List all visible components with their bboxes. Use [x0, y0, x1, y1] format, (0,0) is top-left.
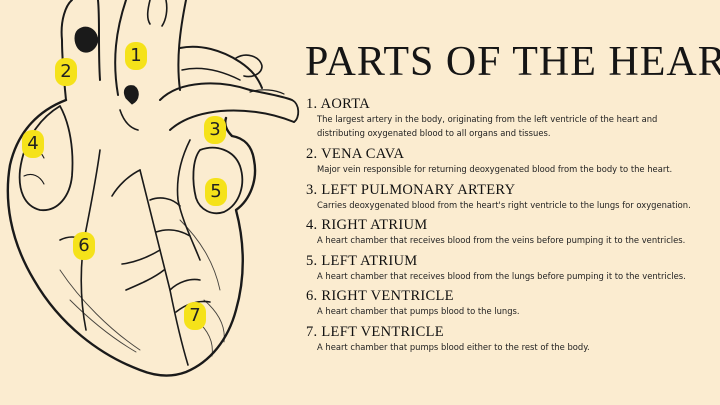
- part-description: A heart chamber that pumps blood either …: [317, 341, 590, 352]
- parts-list: 1. AORTA The largest artery in the body,…: [306, 96, 716, 359]
- heart-outline: [6, 98, 257, 377]
- part-description: A heart chamber that receives blood from…: [317, 270, 686, 281]
- part-description: Major vein responsible for returning deo…: [317, 164, 673, 174]
- part-left-ventricle: 7. LEFT VENTRICLE A heart chamber that p…: [306, 324, 716, 360]
- marker-7: 7: [184, 302, 206, 330]
- part-vena-cava: 2. VENA CAVA Major vein responsible for …: [306, 146, 716, 182]
- part-aorta: 1. AORTA The largest artery in the body,…: [306, 96, 716, 146]
- left-atrium-drawing: [192, 146, 244, 215]
- part-heading: 6. RIGHT VENTRICLE: [306, 288, 454, 304]
- part-heading: 7. LEFT VENTRICLE: [306, 323, 444, 340]
- part-heading: 4. RIGHT ATRIUM: [306, 217, 428, 233]
- coronary-vessels-drawing: [59, 139, 211, 366]
- part-description: The largest artery in the body, originat…: [317, 114, 658, 138]
- ventricle-shading: [59, 219, 225, 357]
- marker-1: 1: [125, 42, 147, 70]
- part-heading: 3. LEFT PULMONARY ARTERY: [306, 181, 516, 198]
- marker-6: 6: [73, 232, 95, 260]
- marker-5: 5: [205, 178, 227, 206]
- part-description: A heart chamber that pumps blood to the …: [317, 306, 520, 316]
- part-right-ventricle: 6. RIGHT VENTRICLE A heart chamber that …: [306, 288, 716, 324]
- aorta-drawing: [114, 0, 263, 131]
- part-left-pulmonary-artery: 3. LEFT PULMONARY ARTERY Carries deoxyge…: [306, 182, 716, 218]
- part-description: Carries deoxygenated blood from the hear…: [317, 199, 691, 210]
- vena-cava-drawing: [60, 0, 101, 101]
- marker-4: 4: [22, 130, 44, 158]
- marker-2: 2: [55, 58, 77, 86]
- marker-3: 3: [204, 116, 226, 144]
- part-heading: 1. AORTA: [306, 96, 371, 112]
- part-right-atrium: 4. RIGHT ATRIUM A heart chamber that rec…: [306, 217, 716, 253]
- part-heading: 5. LEFT ATRIUM: [306, 252, 418, 269]
- right-atrium-drawing: [18, 105, 74, 211]
- pulmonary-artery-drawing: [159, 82, 300, 131]
- part-description: A heart chamber that receives blood from…: [317, 235, 686, 245]
- part-left-atrium: 5. LEFT ATRIUM A heart chamber that rece…: [306, 253, 716, 289]
- heart-illustration: [6, 0, 300, 377]
- part-heading: 2. VENA CAVA: [306, 146, 405, 162]
- page-title: PARTS OF THE HEART: [305, 39, 720, 85]
